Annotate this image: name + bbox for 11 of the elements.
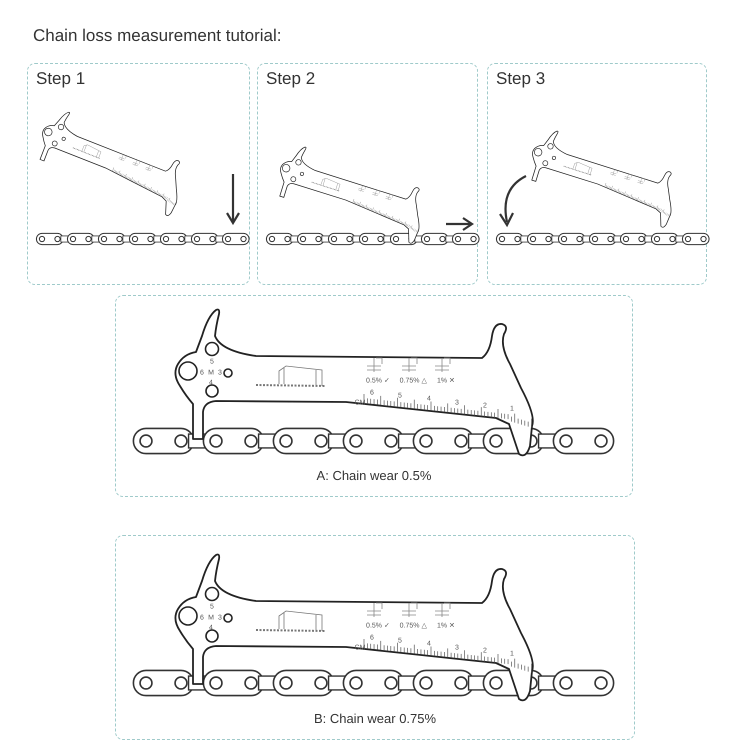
panel-caption: B: Chain wear 0.75% <box>314 711 436 726</box>
step-heading: Step 3 <box>496 69 546 89</box>
step-heading: Step 2 <box>266 69 316 89</box>
example-panel <box>115 535 635 740</box>
panel-caption: A: Chain wear 0.5% <box>316 468 432 483</box>
step-panel <box>257 63 478 285</box>
page-title: Chain loss measurement tutorial: <box>33 26 282 46</box>
step-panel <box>487 63 707 285</box>
step-heading: Step 1 <box>36 69 86 89</box>
step-panel <box>27 63 250 285</box>
example-panel <box>115 295 633 497</box>
